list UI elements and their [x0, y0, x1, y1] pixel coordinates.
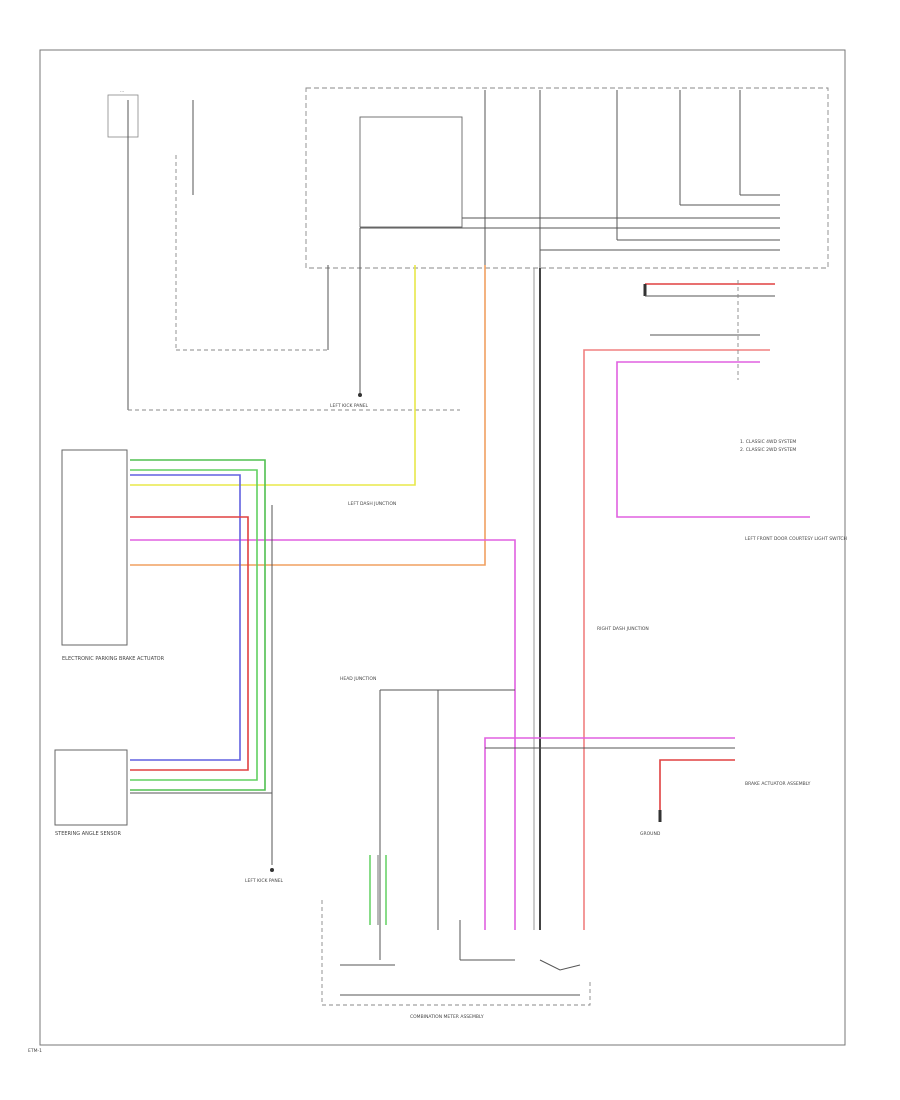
junction-enclosure-top: [305, 87, 829, 270]
switch-label: LEFT FRONT DOOR COURTESY LIGHT SWITCH: [745, 536, 847, 542]
sensor-box: STEERING ANGLE SENSOR: [54, 749, 128, 837]
wire-magenta: [130, 539, 516, 930]
ground-label-1: LEFT KICK PANEL: [330, 403, 369, 409]
ground-label-2: LEFT KICK PANEL: [245, 878, 284, 884]
wire-orange: [130, 265, 486, 566]
junction-label-2: HEAD JUNCTION: [340, 676, 376, 682]
connector-lower: [369, 855, 387, 925]
wire-yellow: [130, 265, 416, 486]
ground-symbol-1: LEFT KICK PANEL: [330, 393, 369, 409]
motor-assembly: COMBINATION METER ASSEMBLY: [321, 900, 591, 1020]
junction-label-1: LEFT DASH JUNCTION: [348, 501, 396, 507]
module-main-label: ELECTRONIC PARKING BRAKE ACTUATOR: [62, 656, 165, 662]
ground-label-3: GROUND: [640, 831, 661, 837]
wire-magenta-switch: [616, 361, 810, 518]
fuse-block-left: ...: [107, 89, 460, 411]
note-2: 2. CLASSIC 2WD SYSTEM: [740, 447, 796, 453]
note-1: 1. CLASSIC 4WD SYSTEM: [740, 439, 796, 445]
module-sub-label: STEERING ANGLE SENSOR: [55, 831, 121, 837]
svg-text:...: ...: [120, 89, 124, 94]
motor-assy-label: COMBINATION METER ASSEMBLY: [410, 1014, 484, 1020]
footer-code: ETM-1: [28, 1048, 42, 1054]
diagram-frame: [39, 49, 846, 1046]
junction-label-3: RIGHT DASH JUNCTION: [597, 626, 649, 632]
ground-symbol-2: LEFT KICK PANEL: [245, 868, 284, 884]
wire-pink-red: [583, 349, 770, 930]
sensor-block-label: BRAKE ACTUATOR ASSEMBLY: [745, 781, 811, 787]
module-main-box: ELECTRONIC PARKING BRAKE ACTUATOR: [61, 449, 165, 662]
